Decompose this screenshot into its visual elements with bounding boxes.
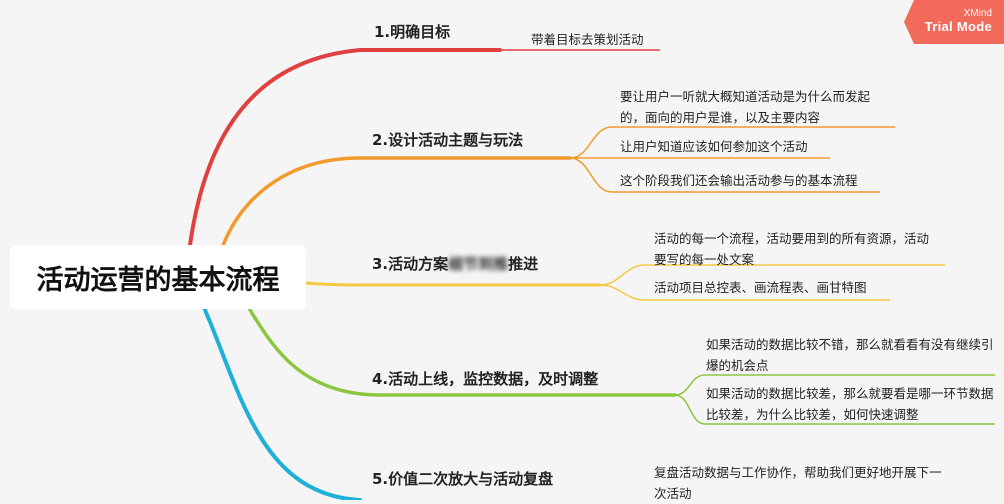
trial-watermark: XMind Trial Mode	[904, 0, 1004, 44]
topic-3-label-suffix: 推进	[508, 255, 539, 273]
topic-2[interactable]: 2.设计活动主题与玩法	[372, 129, 523, 150]
root-title: 活动运营的基本流程	[36, 264, 280, 296]
note-line-3-1	[599, 264, 945, 286]
topic-1-label: 1.明确目标	[374, 23, 451, 41]
branch-line-5	[203, 308, 362, 500]
topic-2-note-1[interactable]: 要让用户一听就大概知道活动是为什么而发起的，面向的用户是谁，以及主要内容	[620, 89, 871, 125]
watermark-brand: XMind	[963, 8, 992, 19]
topic-5-label: 5.价值二次放大与活动复盘	[372, 470, 554, 488]
root-topic[interactable]: 活动运营的基本流程	[10, 245, 306, 309]
topic-1-note-1[interactable]: 带着目标去策划活动	[531, 32, 644, 47]
topic-3-label-obscured: 细节到推	[448, 255, 509, 273]
branch-line-2	[220, 156, 572, 250]
topic-4-note-1[interactable]: 如果活动的数据比较不错，那么就看看有没有继续引爆的机会点	[706, 337, 994, 373]
branch-line-3	[304, 281, 602, 287]
note-line-2-3	[569, 157, 880, 193]
topic-1[interactable]: 1.明确目标	[374, 21, 450, 42]
topic-4-label: 4.活动上线，监控数据，及时调整	[372, 370, 599, 388]
topic-3-label-prefix: 3.活动方案	[372, 255, 449, 273]
branch-line-4	[248, 308, 677, 397]
watermark-text: XMind Trial Mode	[925, 7, 992, 33]
note-line-4-2	[674, 394, 995, 425]
watermark-badge-shape	[904, 0, 1004, 44]
topic-2-note-2[interactable]: 让用户知道应该如何参加这个活动	[620, 139, 808, 154]
topic-3-note-1[interactable]: 活动的每一个流程，活动要用到的所有资源，活动要写的每一处文案	[654, 231, 930, 267]
topic-3[interactable]: 3.活动方案细节到推推进	[372, 253, 538, 274]
topic-5-note-1[interactable]: 复盘活动数据与工作协作，帮助我们更好地开展下一次活动	[654, 465, 942, 501]
topic-2-note-3[interactable]: 这个阶段我们还会输出活动参与的基本流程	[620, 173, 858, 188]
topic-2-label: 2.设计活动主题与玩法	[372, 131, 524, 149]
note-line-4-1	[674, 374, 995, 396]
topic-3-note-2[interactable]: 活动项目总控表、画流程表、画甘特图	[654, 280, 867, 295]
topic-4[interactable]: 4.活动上线，监控数据，及时调整	[372, 368, 598, 389]
note-line-2-1	[569, 126, 895, 159]
topic-5[interactable]: 5.价值二次放大与活动复盘	[372, 468, 553, 489]
topic-4-note-2[interactable]: 如果活动的数据比较差，那么就要看是哪一环节数据比较差，为什么比较差，如何快速调整	[706, 386, 994, 422]
note-line-3-2	[599, 284, 890, 301]
watermark-mode: Trial Mode	[924, 19, 992, 34]
branch-line-1	[188, 48, 502, 247]
